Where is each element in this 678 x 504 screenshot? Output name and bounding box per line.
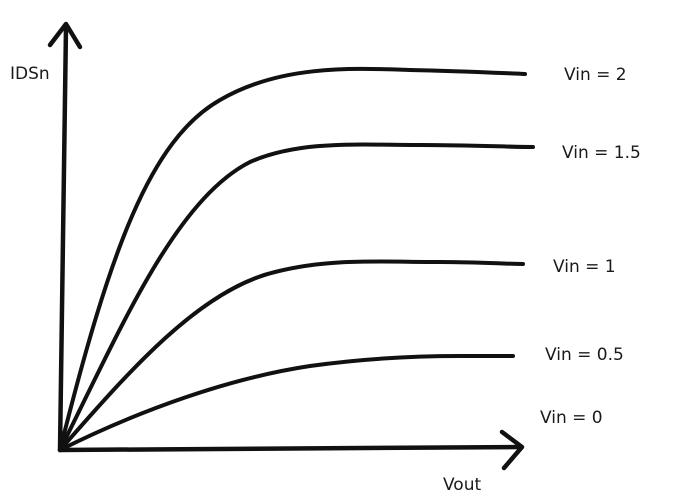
label-vin-0: Vin = 0	[540, 408, 603, 428]
y-axis	[57, 24, 69, 453]
y-axis-arrowhead	[47, 21, 83, 50]
x-axis-label: Vout	[443, 475, 481, 495]
x-axis-arrowhead	[499, 429, 525, 471]
label-vin-0-5: Vin = 0.5	[545, 345, 624, 365]
x-axis	[57, 444, 523, 453]
curve-vin-1-5	[58, 142, 535, 452]
curve-vin-2	[58, 66, 527, 452]
curve-vin-1	[58, 259, 525, 452]
label-vin-2: Vin = 2	[564, 65, 627, 85]
label-vin-1-5: Vin = 1.5	[562, 143, 641, 163]
label-vin-1: Vin = 1	[553, 257, 616, 277]
y-axis-label: IDSn	[10, 64, 50, 84]
curve-vin-0-5	[58, 354, 515, 452]
